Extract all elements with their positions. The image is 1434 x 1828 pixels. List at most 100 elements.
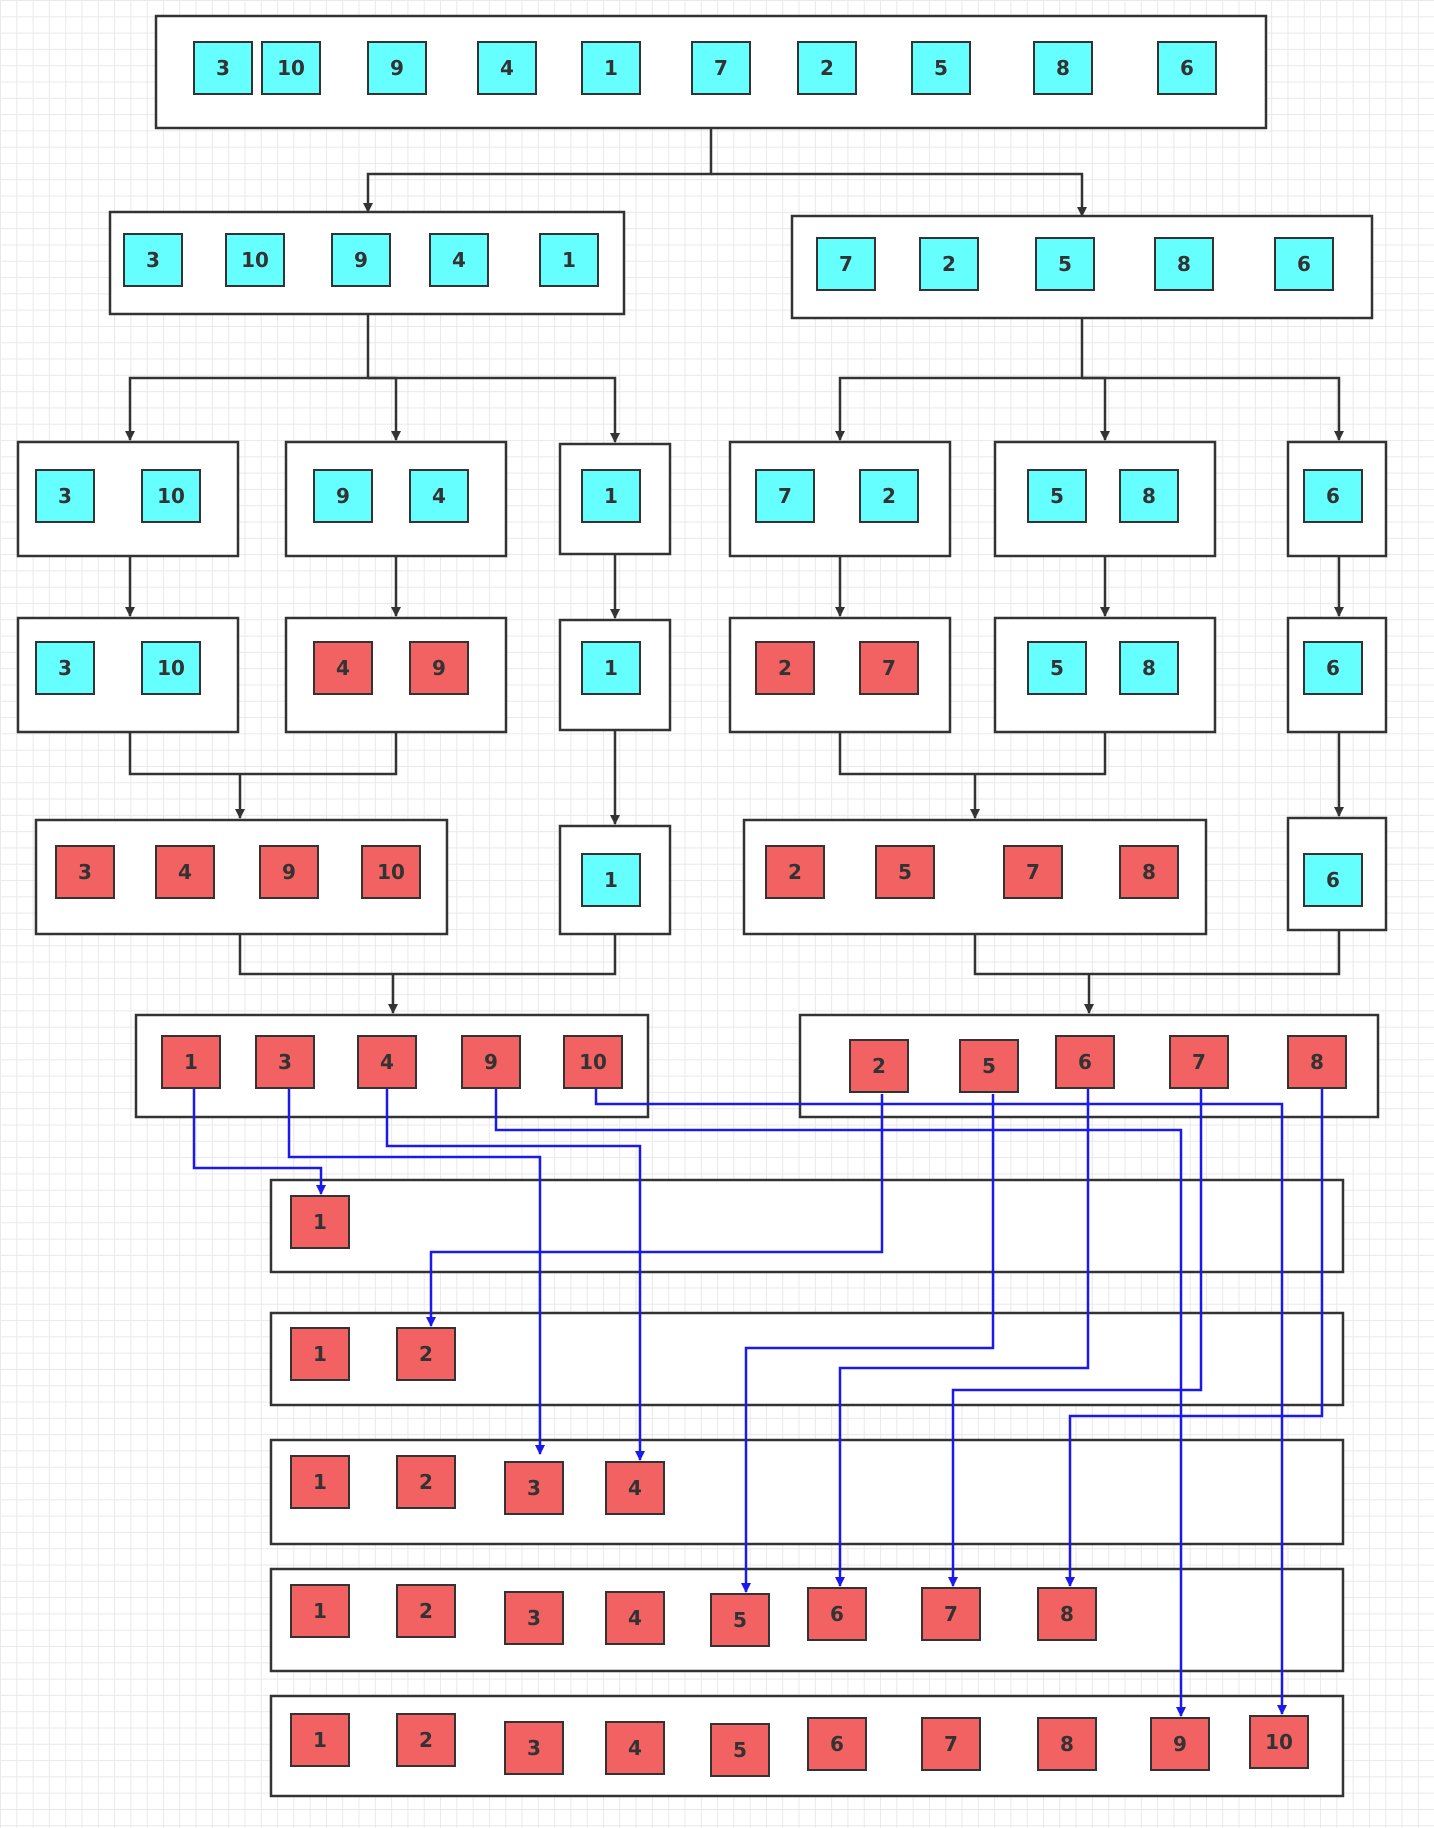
- cell-l4-g1-0: 1: [581, 853, 641, 907]
- cell-box: [1119, 641, 1179, 695]
- merge-step-2-cell-2: 3: [504, 1461, 564, 1515]
- cell-l4-g0-0: 3: [55, 845, 115, 899]
- cell-value: 5: [733, 1608, 747, 1632]
- cell-l5-g0-4: 10: [563, 1035, 623, 1089]
- cell-value: 9: [484, 1050, 498, 1074]
- cell-value: 3: [527, 1606, 541, 1630]
- cell-box: [141, 641, 201, 695]
- cell-value: 1: [184, 1050, 198, 1074]
- cell-value: 9: [390, 56, 404, 80]
- cell-value: 3: [527, 1476, 541, 1500]
- cell-value: 4: [432, 484, 446, 508]
- cell-value: 3: [58, 484, 72, 508]
- cell-l0-g0-6: 2: [797, 41, 857, 95]
- cell-box: [755, 469, 815, 523]
- cell-value: 6: [830, 1602, 844, 1626]
- cell-l2-g4-0: 5: [1027, 469, 1087, 523]
- cell-value: 1: [313, 1342, 327, 1366]
- tree-connector-7: [1082, 376, 1344, 441]
- cell-value: 5: [733, 1738, 747, 1762]
- cell-value: 9: [336, 484, 350, 508]
- final-merge-connectors: [192, 1089, 1324, 1717]
- merge-step-3-cell-4: 5: [710, 1593, 770, 1647]
- merge-step-3-cell-3: 4: [605, 1591, 665, 1645]
- cell-box: [581, 853, 641, 907]
- cell-l2-g0-0: 3: [35, 469, 95, 523]
- cell-box: [1303, 469, 1363, 523]
- cell-value: 10: [579, 1050, 607, 1074]
- cell-value: 2: [419, 1342, 433, 1366]
- cell-value: 5: [1050, 484, 1064, 508]
- cell-box: [859, 641, 919, 695]
- cell-box: [1037, 1717, 1097, 1771]
- cell-box: [807, 1587, 867, 1641]
- cell-box: [1157, 41, 1217, 95]
- cell-value: 1: [562, 248, 576, 272]
- cell-box: [1169, 1035, 1229, 1089]
- cell-value: 3: [78, 860, 92, 884]
- cell-box: [1119, 469, 1179, 523]
- cell-value: 4: [628, 1606, 642, 1630]
- merge-step-4-cell-5: 6: [807, 1717, 867, 1771]
- cell-box: [123, 233, 183, 287]
- cell-box: [807, 1717, 867, 1771]
- cell-box: [55, 845, 115, 899]
- cell-box: [313, 469, 373, 523]
- cell-l1-g1-2: 5: [1035, 237, 1095, 291]
- cell-value: 2: [942, 252, 956, 276]
- cell-l1-g1-1: 2: [919, 237, 979, 291]
- cell-value: 8: [1142, 860, 1156, 884]
- cell-box: [290, 1713, 350, 1767]
- cell-box: [429, 233, 489, 287]
- cell-box: [959, 1039, 1019, 1093]
- cell-value: 1: [604, 56, 618, 80]
- cell-l0-g0-1: 10: [261, 41, 321, 95]
- cell-box: [605, 1721, 665, 1775]
- cell-l5-g0-2: 4: [357, 1035, 417, 1089]
- cell-value: 10: [241, 248, 269, 272]
- cell-box: [1154, 237, 1214, 291]
- cell-value: 2: [778, 656, 792, 680]
- cell-box: [1003, 845, 1063, 899]
- merge-connector-0: [192, 1089, 326, 1195]
- tree-connector-5: [835, 318, 1084, 441]
- cell-box: [605, 1461, 665, 1515]
- cell-l5-g1-0: 2: [849, 1039, 909, 1093]
- cell-l2-g4-1: 8: [1119, 469, 1179, 523]
- cell-box: [313, 641, 373, 695]
- cell-value: 7: [944, 1732, 958, 1756]
- cell-value: 1: [313, 1210, 327, 1234]
- cell-box: [367, 41, 427, 95]
- cell-box: [710, 1723, 770, 1777]
- cell-value: 7: [944, 1602, 958, 1626]
- cell-box: [710, 1593, 770, 1647]
- cell-value: 6: [1326, 484, 1340, 508]
- cell-box: [919, 237, 979, 291]
- cell-value: 6: [1326, 656, 1340, 680]
- cell-box: [797, 41, 857, 95]
- cell-value: 6: [1180, 56, 1194, 80]
- cell-value: 9: [354, 248, 368, 272]
- cell-l4-g0-3: 10: [361, 845, 421, 899]
- cell-box: [193, 41, 253, 95]
- cell-value: 4: [178, 860, 192, 884]
- cell-l4-g0-2: 9: [259, 845, 319, 899]
- cell-l3-g3-0: 2: [755, 641, 815, 695]
- tree-connector-22: [973, 930, 1341, 976]
- cell-l4-g3-0: 6: [1303, 853, 1363, 907]
- cell-l4-g2-2: 7: [1003, 845, 1063, 899]
- merge-step-3-cell-5: 6: [807, 1587, 867, 1641]
- cell-l3-g5-0: 6: [1303, 641, 1363, 695]
- cell-value: 3: [146, 248, 160, 272]
- merge-connector-1: [287, 1089, 545, 1455]
- cell-box: [921, 1587, 981, 1641]
- cell-l5-g0-3: 9: [461, 1035, 521, 1089]
- cell-l4-g2-1: 5: [875, 845, 935, 899]
- split-and-merge-connectors: [125, 128, 1344, 1014]
- tree-connector-17: [838, 732, 1107, 776]
- cell-box: [911, 41, 971, 95]
- merge-step-4-cell-8: 9: [1150, 1717, 1210, 1771]
- cell-value: 2: [882, 484, 896, 508]
- cell-box: [581, 641, 641, 695]
